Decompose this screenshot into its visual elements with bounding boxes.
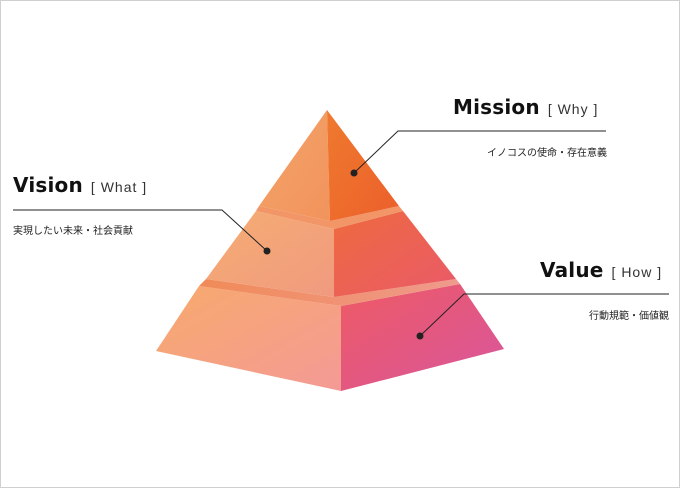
leader-line-vision — [13, 209, 271, 255]
vision-tag: [ What ] — [90, 179, 148, 195]
mission-title: Mission — [453, 95, 540, 119]
mission-tag: [ Why ] — [547, 101, 599, 117]
vision-title: Vision — [13, 173, 83, 197]
value-title: Value — [540, 258, 604, 282]
leader-line-value — [416, 293, 669, 340]
value-tag: [ How ] — [611, 264, 663, 280]
pyramid-tier-vision — [206, 206, 456, 297]
vision-heading: Vision [ What ] — [13, 173, 147, 197]
tier-vision-right-face — [334, 211, 456, 297]
tier-vision-left-face — [206, 211, 334, 297]
tier-mission-left-face — [259, 110, 330, 221]
mission-marker-dot — [350, 169, 358, 177]
tier-value-ledge — [199, 279, 460, 306]
tier-mission-right-face — [327, 110, 399, 221]
vision-description: 実現したい未来・社会貢献 — [13, 226, 133, 237]
value-heading: Value [ How ] — [540, 258, 662, 282]
tier-value-left-face — [156, 286, 341, 391]
tier-vision-ledge — [256, 206, 403, 229]
leader-line-mission — [350, 130, 606, 177]
value-marker-dot — [416, 332, 424, 340]
mission-heading: Mission [ Why ] — [453, 95, 598, 119]
value-description: 行動規範・価値観 — [589, 311, 669, 322]
mission-description: イノコスの使命・存在意義 — [487, 148, 607, 159]
vision-marker-dot — [263, 247, 271, 255]
pyramid-tier-mission — [259, 110, 399, 221]
